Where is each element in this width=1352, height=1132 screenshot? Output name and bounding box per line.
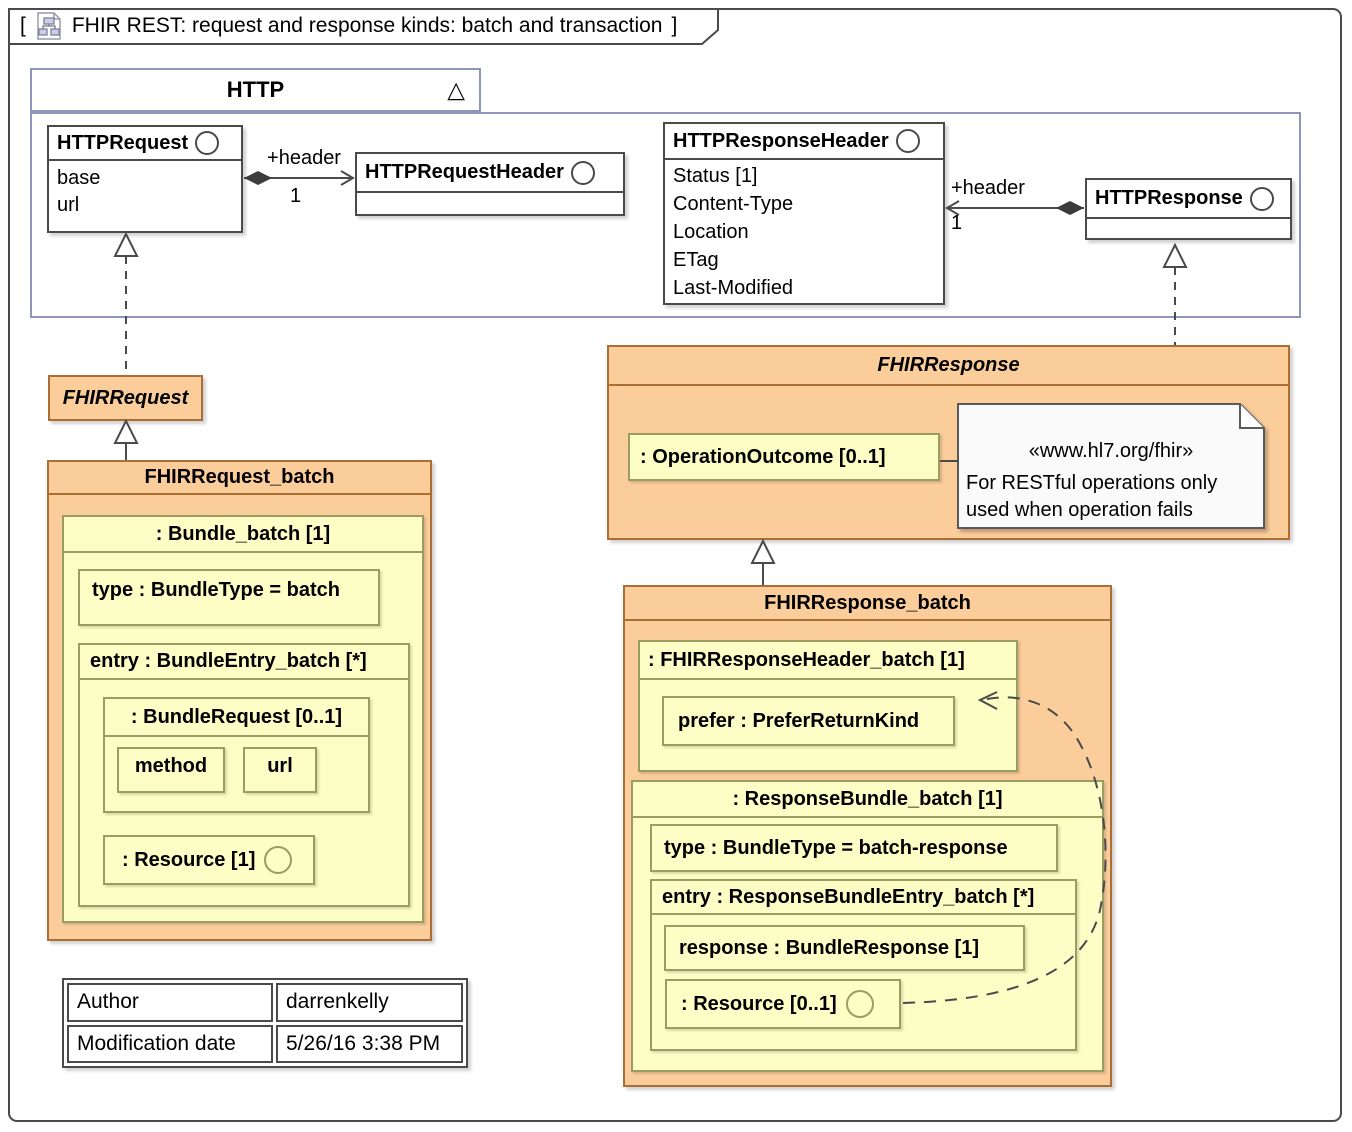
class-httprequest[interactable]: HTTPRequest base url [47,125,243,233]
part-label: type : BundleType = batch-response [664,836,1008,859]
attributes-compartment: base url [49,159,241,233]
title-open-bracket: [ [20,14,26,37]
interface-circle-icon [845,990,874,1018]
part-label: prefer : PreferReturnKind [678,709,920,732]
empty-compartment [1087,217,1290,238]
note-line1: For RESTful operations only [966,472,1218,494]
class-httpresponse[interactable]: HTTPResponse [1085,178,1292,240]
part-label: response : BundleResponse [1] [679,936,980,959]
title-tab-shape [8,8,719,45]
part-label: : OperationOutcome [0..1] [640,445,886,468]
part-name: entry : ResponseBundleEntry_batch [*] [652,881,1075,915]
collapse-triangle-icon[interactable]: △ [447,76,465,103]
empty-compartment [357,191,623,214]
class-name: FHIRRequest [62,386,189,409]
request-header-role-label: +header [267,147,341,169]
part-name: : FHIRResponseHeader_batch [1] [640,642,1016,680]
info-value-author: darrenkelly [276,983,463,1022]
class-name: HTTPRequestHeader [365,161,564,183]
info-table: Author darrenkelly Modification date 5/2… [62,978,468,1068]
part-label: type : BundleType = batch [92,579,340,601]
class-name: HTTPRequest [57,131,189,154]
info-label-author: Author [67,983,273,1022]
info-value-modified: 5/26/16 3:38 PM [276,1024,463,1063]
info-label-modified: Modification date [67,1024,273,1063]
response-header-multiplicity: 1 [951,212,963,234]
attribute-etag: ETag [673,249,719,271]
class-name: FHIRRequest_batch [49,462,430,495]
part-bundle-type[interactable]: type : BundleType = batch [78,569,380,626]
attribute-content-type: Content-Type [673,193,794,215]
attributes-compartment: Status [1] Content-Type Location ETag La… [665,158,943,303]
http-package-name: HTTP [226,77,285,102]
class-name: FHIRResponse_batch [625,587,1110,621]
part-name: : Bundle_batch [1] [64,517,422,553]
part-name: : BundleRequest [0..1] [105,699,368,737]
http-package-header[interactable]: HTTP △ [30,68,481,112]
attribute-location: Location [673,221,749,243]
title-close-bracket: ] [671,14,678,37]
response-header-role-label: +header [951,177,1025,199]
attribute-last-modified: Last-Modified [673,277,794,299]
attribute-base: base [57,167,101,189]
part-url[interactable]: url [243,747,317,793]
part-label: : Resource [1] [122,848,256,871]
part-response-resource[interactable]: : Resource [0..1] [665,979,901,1029]
class-httprequestheader[interactable]: HTTPRequestHeader [355,152,625,216]
request-header-multiplicity: 1 [290,185,302,207]
part-method[interactable]: method [117,747,225,793]
class-fhirrequest[interactable]: FHIRRequest [48,375,203,421]
part-label: method [134,755,208,777]
interface-circle-icon [895,129,920,153]
interface-circle-icon [195,131,220,155]
part-responsebundle-type[interactable]: type : BundleType = batch-response [650,824,1058,872]
class-httpresponseheader[interactable]: HTTPResponseHeader Status [1] Content-Ty… [663,122,945,305]
class-name: HTTPResponseHeader [673,129,889,152]
class-name: FHIRResponse [609,347,1288,386]
part-bundle-response[interactable]: response : BundleResponse [1] [664,925,1025,971]
attribute-status: Status [1] [673,165,758,187]
note-stereotype: «www.hl7.org/fhir» [1028,440,1194,462]
interface-circle-icon [570,160,595,185]
diagram-kind-icon [35,12,63,40]
part-name: : ResponseBundle_batch [1] [633,782,1102,818]
interface-circle-icon [1249,186,1274,211]
part-label: url [267,755,293,777]
interface-circle-icon [264,846,293,874]
diagram-title-tab: [ FHIR REST: request and response kinds:… [8,8,720,46]
part-name: entry : BundleEntry_batch [*] [80,645,408,680]
part-prefer[interactable]: prefer : PreferReturnKind [662,696,955,746]
class-name: HTTPResponse [1095,187,1243,209]
part-resource[interactable]: : Resource [1] [103,835,315,885]
part-bundle-request[interactable]: : BundleRequest [0..1] [103,697,370,813]
attribute-url: url [57,194,80,216]
part-label: : Resource [0..1] [681,992,837,1015]
part-operation-outcome[interactable]: : OperationOutcome [0..1] [628,433,940,481]
note-line2: used when operation fails [966,499,1193,521]
diagram-title: FHIR REST: request and response kinds: b… [71,14,663,37]
